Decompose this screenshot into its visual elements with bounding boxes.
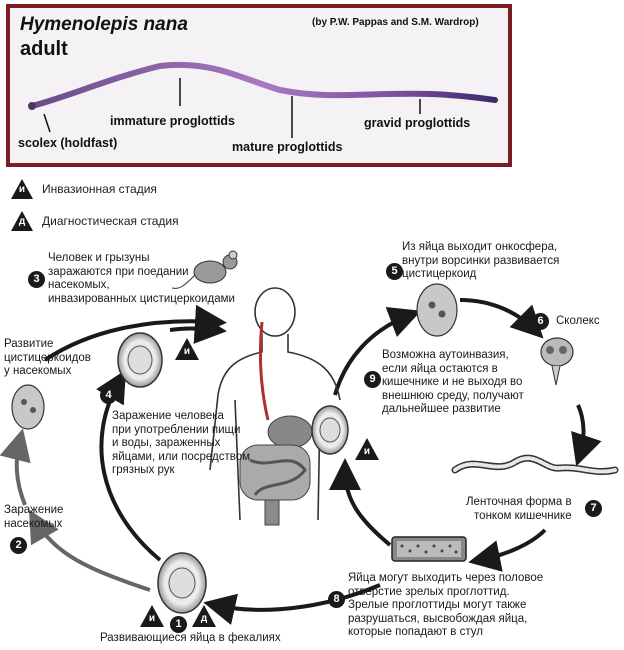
arrow-6-to-7	[571, 404, 602, 467]
worm-scolex	[28, 102, 36, 110]
label-mature: mature proglottids	[232, 140, 343, 154]
badge-diagnostic-1-letter: д	[200, 613, 208, 624]
gravid-proglottid-image	[391, 536, 467, 562]
digestive-tract	[239, 321, 313, 526]
worm-photo	[28, 61, 498, 138]
arrow-human-to-5	[333, 307, 422, 396]
badge-infective-4	[175, 338, 199, 360]
arrow-dev-to-3	[43, 304, 227, 362]
step-3-number: 3	[28, 271, 45, 288]
photo-title: Hymenolepis nana	[20, 14, 188, 35]
label-scolex: scolex (holdfast)	[18, 136, 118, 150]
arrow-8-to-1	[203, 583, 381, 625]
legend-infective-badge	[11, 179, 33, 199]
step-6-number: 6	[532, 313, 549, 330]
arrow-4-to-human	[169, 312, 227, 344]
badge-infective-1	[140, 605, 164, 627]
rodent-image	[171, 250, 238, 289]
legend-infective-label: Инвазионная стадия	[42, 182, 157, 196]
step-7-number: 7	[585, 500, 602, 517]
label-immature: immature proglottids	[110, 114, 236, 128]
badge-infective-egg	[355, 438, 379, 460]
label-gravid: gravid proglottids	[364, 116, 471, 130]
arrow-7-to-8	[468, 528, 547, 572]
egg-inside	[311, 405, 349, 455]
legend-diagnostic-label: Диагностическая стадия	[42, 214, 179, 228]
step-9-text: Возможна аутоинвазия,если яйца остаются …	[382, 349, 524, 415]
step-5-text: Из яйца выходит онкосфера,внутри ворсинк…	[402, 241, 560, 280]
badge-infective-egg-letter: и	[363, 446, 371, 457]
step-8-number: 8	[328, 591, 345, 608]
step-1-number: 1	[170, 616, 187, 633]
egg-4	[117, 332, 163, 388]
badge-infective-4-letter: и	[183, 346, 191, 357]
step-4-number: 4	[100, 387, 117, 404]
legend-infective-letter: и	[18, 184, 26, 195]
human-figure	[209, 287, 341, 521]
step-5-number: 5	[386, 263, 403, 280]
photo-area: Hymenolepis nana adult (by P.W. Pappas a…	[10, 8, 508, 163]
legend-diagnostic-letter: д	[18, 216, 26, 227]
egg-1	[157, 552, 207, 614]
legend-diagnostic-badge	[11, 211, 33, 231]
step-9-number: 9	[364, 371, 381, 388]
step-6-text: Сколекс	[556, 315, 600, 327]
arrow-1-to-2	[29, 509, 151, 592]
cysticercoid-insect	[11, 384, 45, 430]
step-1-text: Развивающиеся яйца в фекалиях	[100, 632, 281, 644]
arrow-5-to-6	[459, 298, 544, 339]
cysticercoid-villus	[416, 283, 458, 337]
step-2-number: 2	[10, 537, 27, 554]
pointer-scolex	[43, 113, 51, 133]
photo-subtitle: adult	[20, 38, 68, 60]
worm-body	[29, 61, 498, 109]
arrow-2-to-dev	[0, 428, 31, 506]
badge-diagnostic-1	[192, 605, 216, 627]
photo-panel: Hymenolepis nana adult (by P.W. Pappas a…	[6, 4, 512, 167]
photo-credit: (by P.W. Pappas and S.M. Wardrop)	[312, 17, 479, 28]
arrow-8-to-human	[329, 458, 392, 547]
scolex-image	[540, 337, 574, 386]
badge-infective-1-letter: и	[148, 613, 156, 624]
